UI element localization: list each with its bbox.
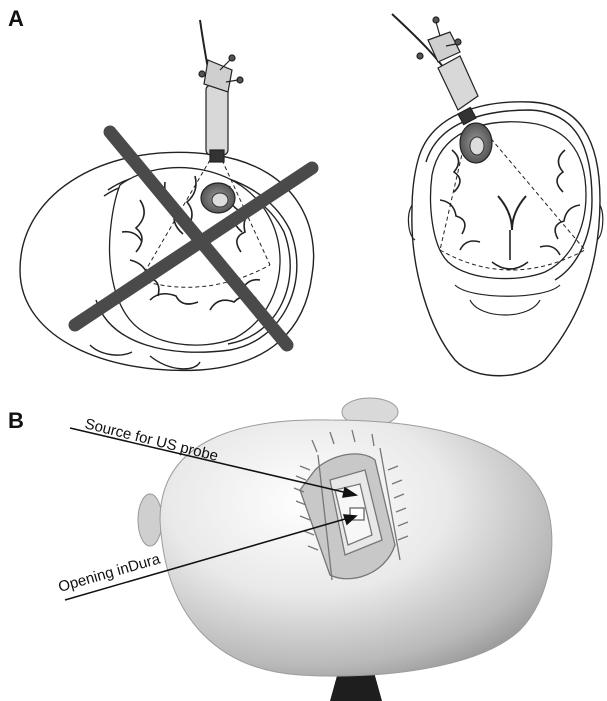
label-source-for-us-probe: Source for US probe: [83, 415, 220, 465]
ultrasound-probe-left-icon: [199, 20, 243, 162]
label-opening-in-dura: Opening inDura: [56, 550, 162, 595]
brain-gyri-left: [110, 168, 281, 346]
tumor-left: [201, 183, 235, 213]
ultrasound-probe-right-icon: [392, 14, 478, 125]
brain-gyri-right: [431, 122, 586, 279]
tumor-right: [460, 123, 492, 163]
